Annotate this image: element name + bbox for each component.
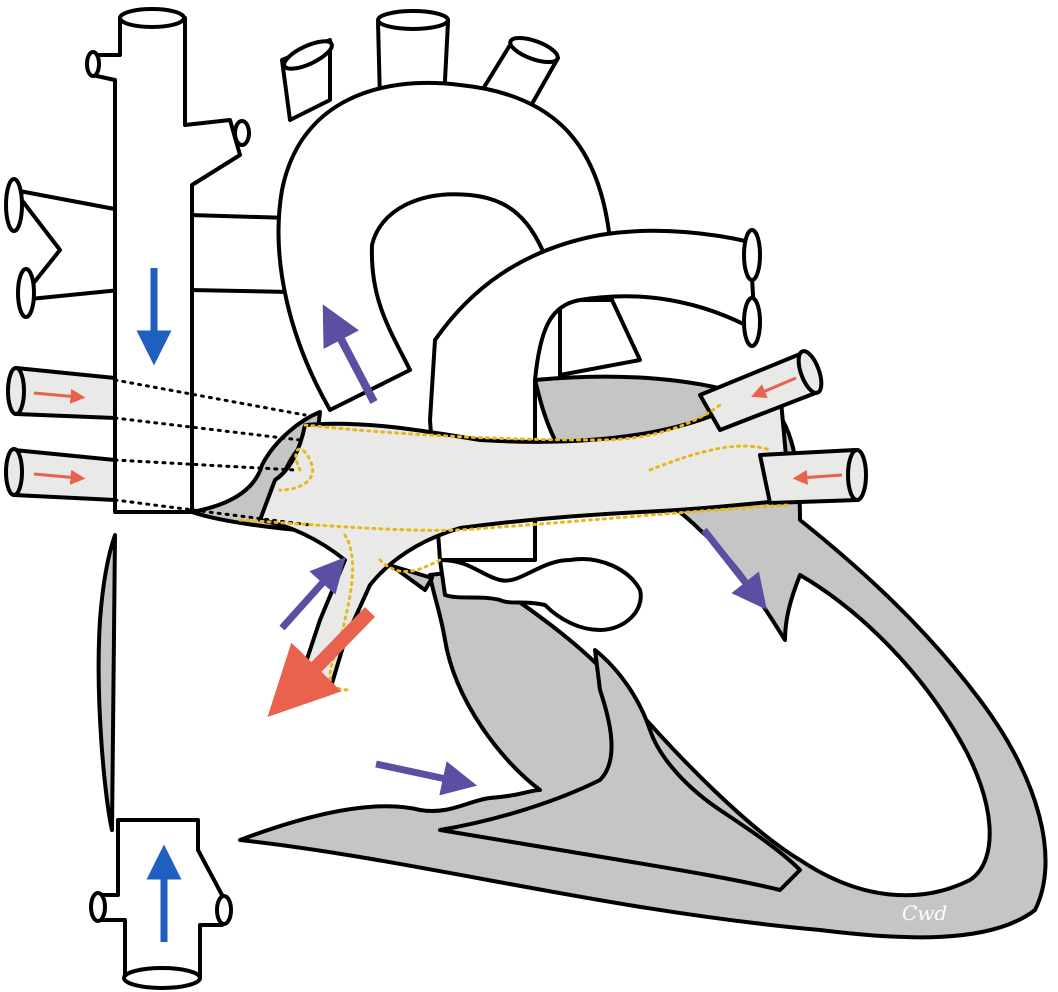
artist-signature: Cwd xyxy=(902,901,947,925)
tricuspid-inflow-arrow xyxy=(376,764,460,782)
right-pulmonary-veins xyxy=(6,368,115,500)
right-atrium-wall xyxy=(99,535,115,830)
innominate-vein xyxy=(6,179,120,317)
descending-aorta xyxy=(560,300,640,375)
right-pulmonary-artery xyxy=(190,215,290,292)
